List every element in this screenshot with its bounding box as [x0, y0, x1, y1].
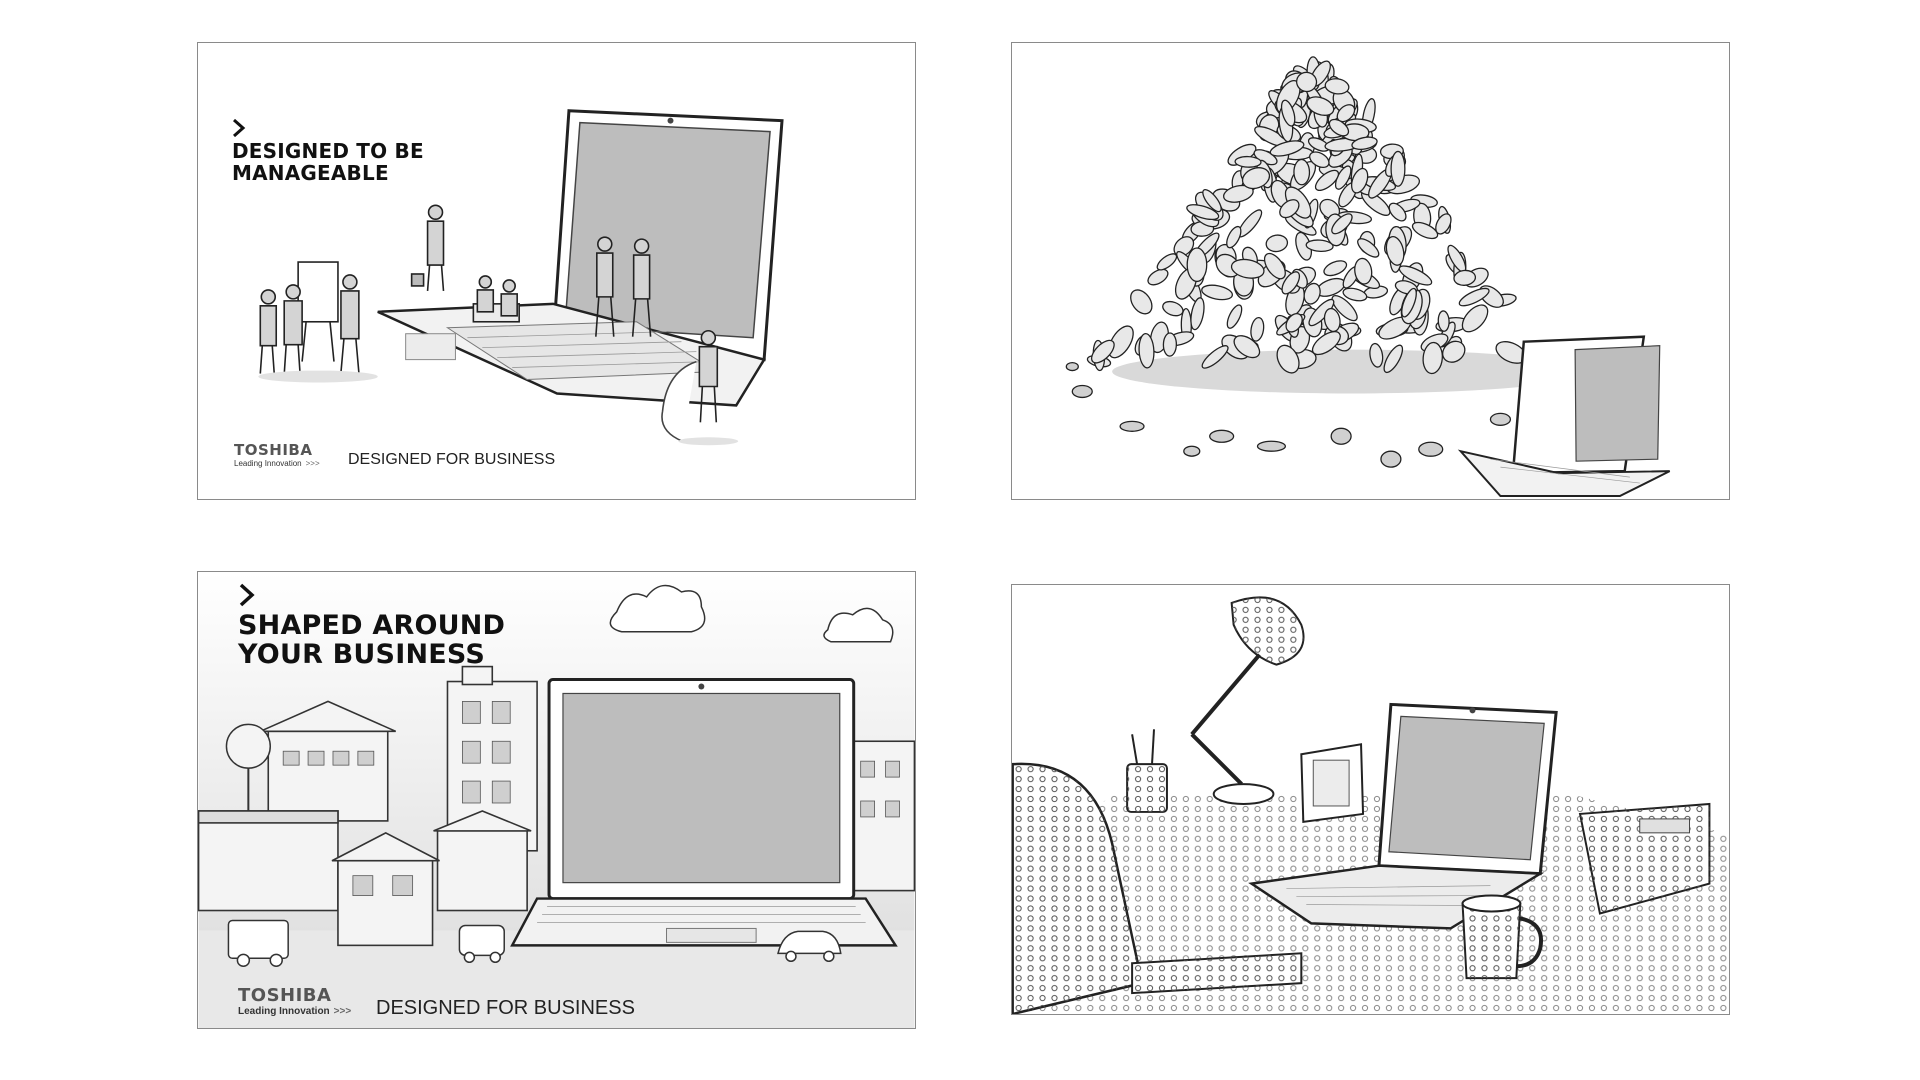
panel-manageable: DESIGNED TO BE MANAGEABLE TOSHIBA Leadin… [197, 42, 916, 500]
brand-logo: TOSHIBA Leading Innovation>>> [238, 985, 351, 1017]
pile-figure [1186, 247, 1208, 283]
pile-figure [1269, 140, 1305, 157]
slogan: DESIGNED FOR BUSINESS [376, 997, 635, 1019]
pile-figure [1306, 96, 1335, 116]
desk-illustration [1012, 596, 1729, 1014]
brand-tagline: Leading Innovation>>> [238, 1006, 351, 1017]
pile-figure [1250, 316, 1265, 342]
pile-figure [1328, 118, 1350, 137]
pile-figure [1350, 167, 1369, 194]
pile-figure [1263, 252, 1286, 280]
tagline-text: Leading Innovation [234, 459, 302, 468]
manageable-illustration [258, 109, 784, 446]
pile-figure [1190, 297, 1205, 331]
tagline-arrows: >>> [305, 459, 320, 468]
chevron-right-icon [232, 118, 246, 142]
pile-figure [1453, 269, 1477, 286]
pile-figure [1388, 202, 1407, 222]
pile-figure [1314, 169, 1340, 192]
pile-figure [1383, 344, 1404, 374]
pile-figure [1202, 188, 1222, 213]
pile-figure [1130, 289, 1153, 315]
pile-figure [1108, 325, 1134, 359]
pile-figure [1309, 151, 1330, 168]
pile-figure [1265, 234, 1289, 253]
pile-figure [1222, 184, 1254, 203]
pile-figure [1385, 235, 1405, 266]
pile-figure [1305, 239, 1334, 252]
pile-figure [1162, 332, 1178, 357]
pile-figure [1369, 342, 1384, 368]
brand-name: TOSHIBA [238, 985, 332, 1006]
pile-figure [1293, 158, 1311, 186]
pile-figure [1435, 213, 1452, 235]
pile-figure [1442, 340, 1466, 363]
pile-figure [1331, 213, 1353, 235]
headline: SHAPED AROUND YOUR BUSINESS [238, 582, 505, 669]
town-illustration [198, 572, 915, 1028]
pile-figure [1280, 99, 1296, 127]
brand-logo: TOSHIBA Leading Innovation>>> [234, 441, 320, 468]
pile-figure [1357, 238, 1380, 258]
pile-figure [1351, 136, 1378, 150]
headline-line: YOUR BUSINESS [238, 639, 485, 670]
brand-tagline: Leading Innovation>>> [234, 459, 320, 468]
pile-figure [1411, 221, 1439, 240]
pile-figure [1401, 287, 1417, 318]
pile-figure [1331, 295, 1358, 322]
pile-illustration [1065, 56, 1671, 498]
pile-figure [1422, 341, 1443, 375]
headline-line: MANAGEABLE [232, 161, 389, 185]
headline: DESIGNED TO BE MANAGEABLE [232, 118, 424, 184]
pile-figure [1233, 335, 1261, 359]
pile-figure [1303, 282, 1321, 305]
brand-name: TOSHIBA [234, 441, 313, 459]
pile-figure [1311, 331, 1341, 356]
pile-figure [1147, 268, 1169, 286]
pile-figure [1458, 287, 1490, 307]
pile-figure [1090, 339, 1115, 364]
chevron-right-icon [238, 582, 256, 614]
pile-figure [1241, 167, 1271, 190]
panel-pile-of-people [1011, 42, 1730, 500]
pile-figure [1285, 312, 1303, 333]
pile-figure [1324, 78, 1350, 95]
pile-figure [1138, 332, 1155, 369]
pile-figure [1186, 204, 1220, 221]
panel-desk-scene [1011, 584, 1730, 1015]
tagline-text: Leading Innovation [238, 1006, 330, 1017]
pile-figure [1461, 304, 1489, 333]
pile-figure [1234, 155, 1262, 168]
pile-figure [1226, 225, 1242, 249]
pile-figure [1390, 150, 1406, 187]
pile-figure [1201, 345, 1229, 369]
pile-figure [1342, 287, 1368, 302]
pile-figure [1323, 260, 1348, 277]
pile-figure [1230, 258, 1265, 279]
headline-line: DESIGNED TO BE [232, 139, 424, 163]
pile-figure [1201, 284, 1234, 301]
pile-figure [1162, 300, 1184, 317]
pile-figure [1354, 257, 1373, 285]
slogan: DESIGNED FOR BUSINESS [348, 451, 556, 468]
pile-figure [1281, 271, 1301, 295]
panel-shaped-around: SHAPED AROUND YOUR BUSINESS TOSHIBA Lead… [197, 571, 916, 1029]
pile-figure [1276, 344, 1300, 374]
pile-figure [1398, 265, 1433, 286]
pile-figure [1296, 71, 1318, 93]
pile-figure [1437, 310, 1450, 332]
tagline-arrows: >>> [333, 1006, 352, 1017]
headline-line: SHAPED AROUND [238, 610, 506, 641]
pile-figure [1226, 304, 1243, 329]
pile-figure [1279, 199, 1300, 219]
